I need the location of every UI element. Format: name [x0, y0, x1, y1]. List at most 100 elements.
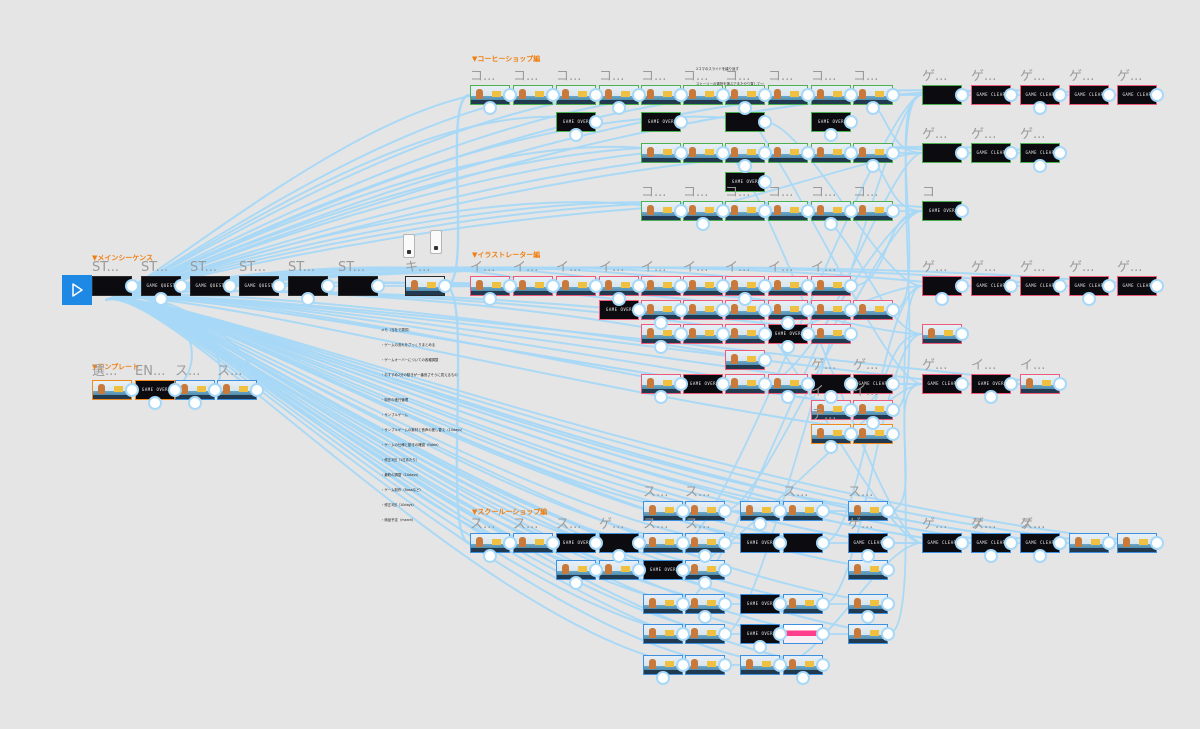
screen-frame[interactable]: ゲ...GAME CLEAR	[1020, 128, 1060, 163]
connection-hotspot[interactable]	[674, 327, 688, 341]
connection-hotspot[interactable]	[676, 597, 690, 611]
connection-hotspot[interactable]	[632, 303, 646, 317]
connection-hotspot[interactable]	[612, 549, 626, 563]
connection-hotspot[interactable]	[955, 377, 969, 391]
connection-hotspot[interactable]	[738, 159, 752, 173]
screen-frame[interactable]: ス...	[685, 486, 725, 521]
connection-hotspot[interactable]	[674, 204, 688, 218]
screen-frame[interactable]	[685, 655, 725, 675]
screen-frame[interactable]	[1069, 533, 1109, 553]
connection-hotspot[interactable]	[1150, 88, 1164, 102]
screen-frame[interactable]: ST...GAME QUEST	[239, 261, 279, 296]
connection-hotspot[interactable]	[844, 427, 858, 441]
connection-hotspot[interactable]	[801, 303, 815, 317]
connection-hotspot[interactable]	[1033, 549, 1047, 563]
connection-hotspot[interactable]	[716, 279, 730, 293]
connection-hotspot[interactable]	[676, 658, 690, 672]
connection-hotspot[interactable]	[546, 88, 560, 102]
connection-hotspot[interactable]	[698, 576, 712, 590]
connection-hotspot[interactable]	[632, 563, 646, 577]
connection-hotspot[interactable]	[781, 340, 795, 354]
connection-hotspot[interactable]	[612, 101, 626, 115]
connection-hotspot[interactable]	[1053, 536, 1067, 550]
connection-hotspot[interactable]	[716, 88, 730, 102]
connection-hotspot[interactable]	[1004, 536, 1018, 550]
connection-hotspot[interactable]	[844, 303, 858, 317]
connection-hotspot[interactable]	[844, 377, 858, 391]
connection-hotspot[interactable]	[801, 279, 815, 293]
connection-hotspot[interactable]	[816, 627, 830, 641]
connection-hotspot[interactable]	[1102, 279, 1116, 293]
screen-frame[interactable]: コ...	[470, 70, 510, 105]
connection-hotspot[interactable]	[824, 440, 838, 454]
connection-hotspot[interactable]	[1102, 536, 1116, 550]
connection-hotspot[interactable]	[738, 101, 752, 115]
connection-hotspot[interactable]	[844, 204, 858, 218]
connection-hotspot[interactable]	[758, 204, 772, 218]
connection-hotspot[interactable]	[984, 390, 998, 404]
connection-hotspot[interactable]	[886, 88, 900, 102]
connection-hotspot[interactable]	[676, 627, 690, 641]
connection-hotspot[interactable]	[824, 128, 838, 142]
connection-hotspot[interactable]	[716, 327, 730, 341]
connection-hotspot[interactable]	[503, 536, 517, 550]
connection-hotspot[interactable]	[773, 597, 787, 611]
screen-frame[interactable]: ST...	[92, 261, 132, 296]
connection-hotspot[interactable]	[816, 536, 830, 550]
connection-hotspot[interactable]	[886, 377, 900, 391]
screen-frame[interactable]: コ...	[683, 70, 723, 105]
connection-hotspot[interactable]	[1053, 279, 1067, 293]
connection-hotspot[interactable]	[718, 658, 732, 672]
connection-hotspot[interactable]	[753, 517, 767, 531]
connection-hotspot[interactable]	[886, 204, 900, 218]
connection-hotspot[interactable]	[656, 671, 670, 685]
connection-hotspot[interactable]	[801, 327, 815, 341]
connection-hotspot[interactable]	[773, 504, 787, 518]
connection-hotspot[interactable]	[781, 390, 795, 404]
connection-hotspot[interactable]	[824, 217, 838, 231]
connection-hotspot[interactable]	[1102, 88, 1116, 102]
connection-hotspot[interactable]	[758, 303, 772, 317]
connection-hotspot[interactable]	[654, 390, 668, 404]
connection-hotspot[interactable]	[546, 536, 560, 550]
connection-hotspot[interactable]	[861, 610, 875, 624]
connection-hotspot[interactable]	[676, 563, 690, 577]
screen-frame[interactable]: ス...	[217, 365, 257, 400]
connection-hotspot[interactable]	[250, 383, 264, 397]
screen-frame[interactable]	[643, 624, 683, 644]
screen-frame[interactable]: イ...	[1020, 359, 1060, 394]
connection-hotspot[interactable]	[569, 128, 583, 142]
screen-frame[interactable]: ゲ...GAME CLEAR	[971, 70, 1011, 105]
connection-hotspot[interactable]	[758, 327, 772, 341]
connection-hotspot[interactable]	[844, 146, 858, 160]
connection-hotspot[interactable]	[844, 279, 858, 293]
connection-hotspot[interactable]	[174, 279, 188, 293]
connection-hotspot[interactable]	[881, 597, 895, 611]
connection-hotspot[interactable]	[1033, 101, 1047, 115]
connection-hotspot[interactable]	[1004, 88, 1018, 102]
connection-hotspot[interactable]	[716, 204, 730, 218]
connection-hotspot[interactable]	[632, 279, 646, 293]
connection-hotspot[interactable]	[503, 88, 517, 102]
screen-frame[interactable]	[725, 350, 765, 370]
screen-frame[interactable]: ゲ...GAME CLEAR	[1020, 261, 1060, 296]
connection-hotspot[interactable]	[955, 279, 969, 293]
connection-hotspot[interactable]	[718, 563, 732, 577]
connection-hotspot[interactable]	[654, 316, 668, 330]
screen-frame[interactable]: イ...	[556, 261, 596, 296]
connection-hotspot[interactable]	[866, 159, 880, 173]
connection-hotspot[interactable]	[773, 627, 787, 641]
connection-hotspot[interactable]	[758, 353, 772, 367]
connection-hotspot[interactable]	[758, 175, 772, 189]
screen-frame[interactable]: ゲ...GAME CLEAR	[1117, 261, 1157, 296]
connection-hotspot[interactable]	[796, 671, 810, 685]
connection-hotspot[interactable]	[223, 279, 237, 293]
screen-frame[interactable]: ST...GAME QUEST	[141, 261, 181, 296]
connection-hotspot[interactable]	[758, 146, 772, 160]
connection-hotspot[interactable]	[698, 610, 712, 624]
connection-hotspot[interactable]	[955, 327, 969, 341]
connection-hotspot[interactable]	[1004, 377, 1018, 391]
connection-hotspot[interactable]	[674, 303, 688, 317]
